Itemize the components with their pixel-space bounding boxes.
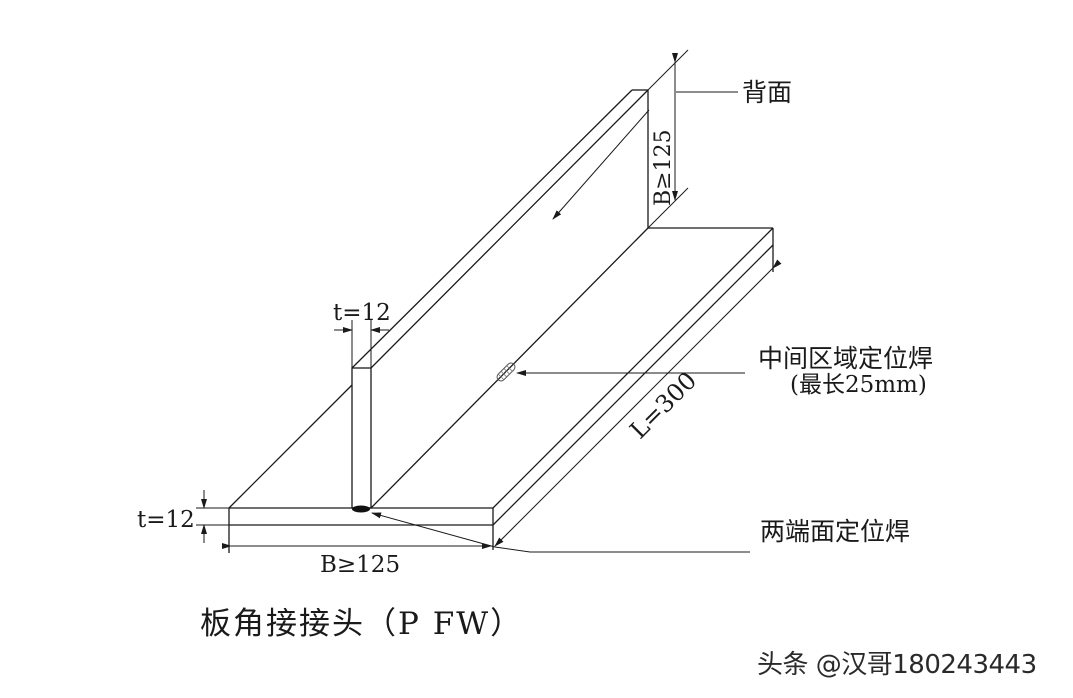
base-plate-width-label: B≥125 [320, 552, 400, 578]
base-plate-thickness-label: t=12 [137, 507, 195, 533]
base-plate-width-dimension: B≥125 [222, 543, 492, 578]
vertical-plate [351, 89, 649, 509]
vertical-plate-width-dimension: B≥125 [647, 49, 689, 229]
end-tack-weld-label: 两端面定位焊 [760, 517, 910, 546]
vertical-plate-thickness-label: t=12 [333, 300, 391, 326]
middle-tack-weld-sublabel: (最长25mm) [790, 372, 927, 398]
direction-arrow [552, 109, 650, 220]
vertical-plate-width-label: B≥125 [651, 129, 676, 206]
end-tack-weld-mark [352, 505, 370, 513]
vertical-plate-thickness-dimension: t=12 [333, 300, 391, 368]
drawing-title: 板角接接头（P FW） [200, 606, 524, 642]
base-plate-thickness-dimension: t=12 [137, 490, 229, 543]
watermark: 头条 @汉哥180243443 [757, 650, 1037, 680]
back-face-label: 背面 [742, 78, 792, 107]
middle-tack-weld-label: 中间区域定位焊 [758, 344, 933, 373]
